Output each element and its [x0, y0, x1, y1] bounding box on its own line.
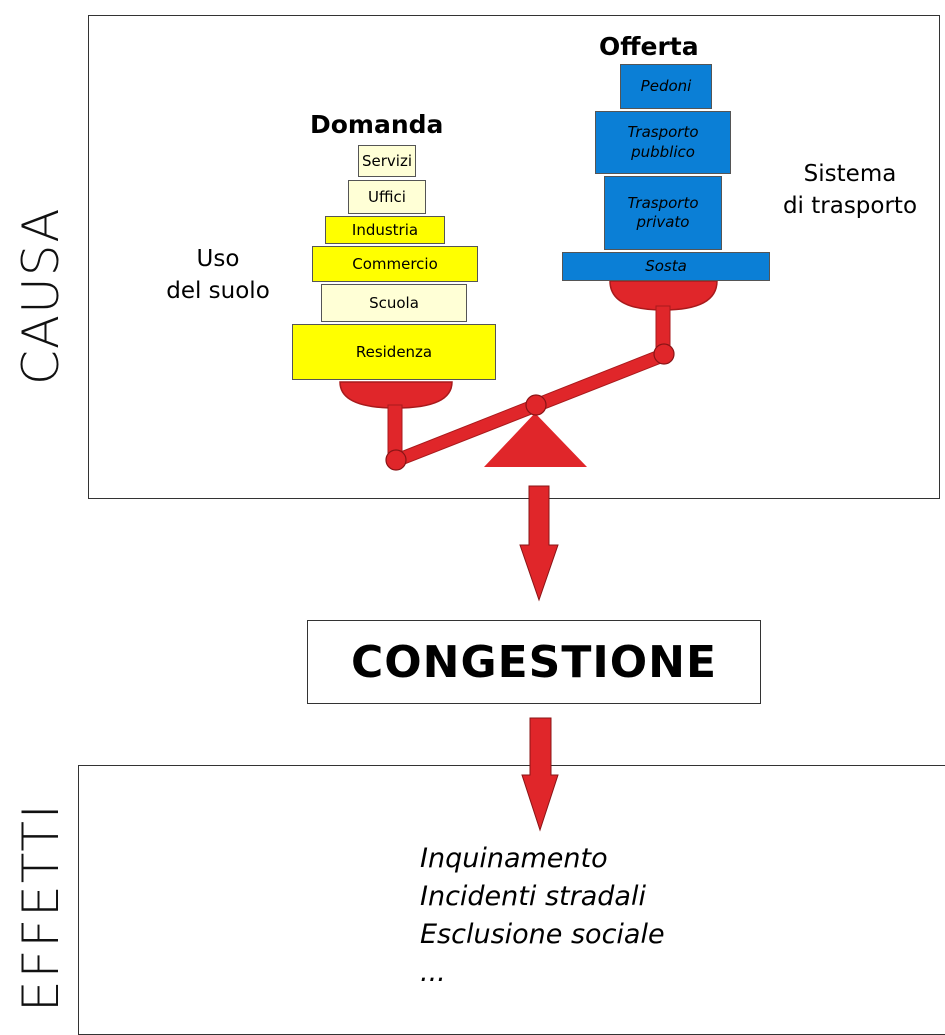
effects-list: Inquinamento Incidenti stradali Esclusio…: [420, 840, 665, 992]
demand-block-servizi: Servizi: [358, 145, 416, 177]
effect-item: Inquinamento: [420, 843, 608, 874]
pivot-joint: [525, 394, 547, 416]
congestion-title: CONGESTIONE: [350, 636, 718, 688]
demand-block-residenza: Residenza: [292, 324, 496, 380]
arrow-down-to-congestion: [519, 485, 559, 602]
left-joint: [385, 449, 407, 471]
supply-heading: Offerta: [599, 32, 699, 61]
effect-item: Incidenti stradali: [420, 881, 646, 912]
demand-block-commercio: Commercio: [312, 246, 478, 282]
demand-block-scuola: Scuola: [321, 284, 467, 322]
supply-block-public-transport: Trasporto pubblico: [595, 111, 731, 174]
arrow-down-to-effects: [521, 717, 559, 832]
transport-system-line1: Sistema: [803, 161, 897, 187]
land-use-line1: Uso: [196, 246, 240, 272]
transport-system-line2: di trasporto: [782, 193, 918, 220]
supply-block-pedoni: Pedoni: [620, 64, 712, 109]
land-use-line2: del suolo: [166, 278, 270, 305]
transport-system-caption: Sistema di trasporto: [770, 158, 930, 222]
supply-block-private-transport: Trasporto privato: [604, 176, 722, 250]
supply-block-sosta: Sosta: [562, 252, 770, 281]
fulcrum-triangle: [484, 413, 587, 467]
effect-item: Esclusione sociale: [420, 919, 665, 950]
congestion-box: [307, 620, 761, 704]
demand-block-industria: Industria: [325, 216, 445, 244]
right-joint: [653, 343, 675, 365]
effect-item: ...: [420, 957, 446, 988]
demand-block-uffici: Uffici: [348, 180, 426, 214]
land-use-caption: Uso del suolo: [148, 243, 288, 307]
left-pan: [339, 381, 453, 409]
effects-frame: [78, 765, 945, 1035]
demand-heading: Domanda: [310, 110, 444, 139]
